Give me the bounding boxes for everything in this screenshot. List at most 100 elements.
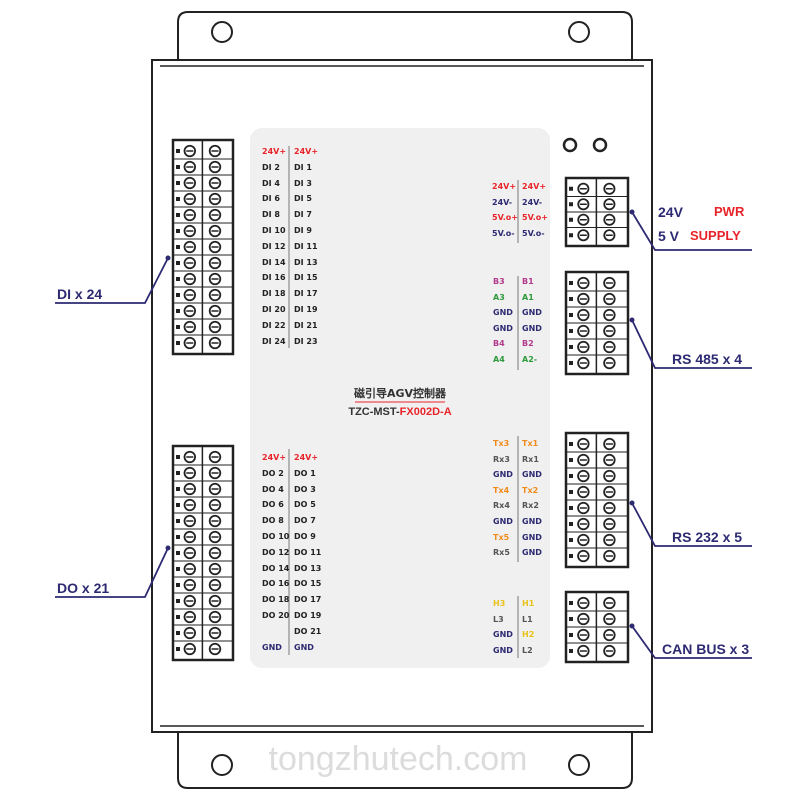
device-model-suffix: FX002D-A bbox=[399, 406, 452, 418]
di-right-pin-label: DI 15 bbox=[294, 273, 318, 283]
rs485-right-pin-label: GND bbox=[522, 308, 542, 317]
di-left-pin-label: DI 4 bbox=[262, 178, 280, 188]
rs232-right-pin-label: GND bbox=[522, 532, 542, 542]
di-leader-line bbox=[55, 257, 169, 304]
rs232-left-pin-label: Rx4 bbox=[493, 501, 510, 511]
rs485-leader-line bbox=[631, 319, 752, 369]
can-right-pin-label: H1 bbox=[522, 599, 535, 608]
top-mounting-ear bbox=[177, 11, 633, 62]
di-right-pin-label: DI 5 bbox=[294, 194, 312, 204]
rs232-leader-line bbox=[631, 502, 752, 547]
can-left-pin-label: GND bbox=[493, 645, 513, 655]
rs232-right-pin-label: Rx2 bbox=[522, 501, 539, 511]
do-left-pin-label: DO 4 bbox=[262, 484, 284, 494]
di-right-pin-label: DI 23 bbox=[294, 336, 318, 346]
do-left-pin-label: DO 10 bbox=[262, 532, 290, 541]
rs485-right-pin-label: A2- bbox=[522, 354, 538, 364]
do-leader-line bbox=[55, 547, 169, 598]
do-right-pin-label: DO 11 bbox=[294, 547, 322, 557]
rs485-left-pin-label: GND bbox=[493, 323, 513, 333]
do-right-pin-label: DO 15 bbox=[294, 579, 322, 589]
rs232-left-pin-label: Tx3 bbox=[493, 439, 510, 448]
di-right-pin-label: DI 21 bbox=[294, 320, 318, 330]
do-right-pin-label: DO 19 bbox=[294, 611, 322, 620]
do-left-pin-label: DO 16 bbox=[262, 579, 290, 589]
do-right-pin-label: DO 17 bbox=[294, 595, 322, 605]
rs485-right-pin-label: B2 bbox=[522, 339, 534, 348]
di-left-pin-label: DI 20 bbox=[262, 305, 286, 314]
do-left-pin-label: DO 6 bbox=[262, 500, 284, 510]
pwr-right-pin-label: 5V.o- bbox=[522, 228, 545, 238]
di-left-pin-label: DI 6 bbox=[262, 194, 280, 204]
di-left-pin-label: DI 8 bbox=[262, 210, 280, 220]
rs232-right-pin-label: GND bbox=[522, 548, 542, 558]
di-right-pin-label: DI 11 bbox=[294, 241, 318, 251]
di-right-pin-label: DI 1 bbox=[294, 162, 312, 172]
rs485-right-pin-label: GND bbox=[522, 323, 542, 333]
rs485-left-pin-label: B3 bbox=[493, 277, 505, 286]
power-terminal-block bbox=[564, 176, 630, 248]
do-right-pin-label: DO 7 bbox=[294, 516, 316, 526]
do-right-pin-label: DO 5 bbox=[294, 500, 316, 510]
do-left-pin-label: DO 14 bbox=[262, 563, 290, 573]
di-right-pin-label: DI 3 bbox=[294, 178, 312, 188]
label-panel bbox=[250, 128, 550, 668]
do-left-pin-label: DO 20 bbox=[262, 611, 290, 620]
watermark-text: tongzhutech.com bbox=[268, 740, 528, 778]
pwr-5v-label: 5 V bbox=[658, 228, 680, 244]
rs232-right-pin-label: GND bbox=[522, 470, 542, 480]
do-right-pin-label: DO 21 bbox=[294, 626, 322, 636]
pwr-right-pin-label: 5V.o+ bbox=[522, 213, 548, 222]
rs485-left-pin-label: B4 bbox=[493, 339, 505, 348]
di-right-pin-label: DI 7 bbox=[294, 210, 312, 220]
rs232-right-pin-label: Tx2 bbox=[522, 485, 539, 495]
device-title-cn: 磁引导AGV控制器 bbox=[353, 387, 447, 400]
rs232-count-label: RS 232 x 5 bbox=[672, 529, 743, 545]
can-leader-line bbox=[631, 625, 752, 659]
device-model-prefix: TZC-MST- bbox=[348, 406, 400, 418]
do-left-pin-label: DO 12 bbox=[262, 547, 290, 557]
do-right-pin-label: 24V+ bbox=[294, 453, 319, 462]
rs232-right-pin-label: Rx1 bbox=[522, 454, 539, 464]
mount-hole-top-right bbox=[568, 21, 590, 43]
di-terminal-block bbox=[171, 138, 235, 356]
do-right-pin-label: GND bbox=[294, 642, 314, 652]
di-left-pin-label: DI 16 bbox=[262, 273, 286, 283]
di-left-pin-label: DI 2 bbox=[262, 162, 280, 172]
rs485-left-pin-label: A3 bbox=[493, 292, 505, 302]
status-led-2 bbox=[592, 137, 608, 153]
di-left-pin-label: DI 10 bbox=[262, 226, 286, 235]
rs485-count-label: RS 485 x 4 bbox=[672, 351, 743, 367]
di-right-pin-label: DI 17 bbox=[294, 289, 318, 299]
rs232-left-pin-label: Tx4 bbox=[493, 485, 510, 495]
di-count-label: DI x 24 bbox=[57, 286, 103, 302]
status-led-1 bbox=[562, 137, 578, 153]
pwr-left-pin-label: 24V- bbox=[492, 197, 513, 207]
device-model: TZC-MST-FX002D-A bbox=[320, 407, 480, 418]
rs232-terminal-block bbox=[564, 431, 630, 569]
do-right-pin-label: DO 13 bbox=[294, 563, 322, 573]
di-left-pin-label: DI 12 bbox=[262, 241, 286, 251]
can-right-pin-label: L1 bbox=[522, 614, 533, 624]
do-right-pin-label: DO 9 bbox=[294, 532, 316, 541]
rs232-left-pin-label: Rx3 bbox=[493, 454, 510, 464]
can-left-pin-label: L3 bbox=[493, 614, 504, 624]
di-left-pin-label: 24V+ bbox=[262, 147, 287, 156]
pwr-right-pin-label: 24V- bbox=[522, 197, 543, 207]
pwr-left-pin-label: 5V.o+ bbox=[492, 213, 518, 222]
rs485-left-pin-label: GND bbox=[493, 308, 513, 317]
rs232-right-pin-label: GND bbox=[522, 517, 542, 526]
do-right-pin-label: DO 1 bbox=[294, 468, 316, 478]
can-right-pin-label: H2 bbox=[522, 630, 535, 639]
rs232-left-pin-label: GND bbox=[493, 517, 513, 526]
can-right-pin-label: L2 bbox=[522, 645, 533, 655]
rs232-left-pin-label: Rx5 bbox=[493, 548, 510, 558]
pwr-right-pin-label: 24V+ bbox=[522, 182, 547, 191]
do-left-pin-label: GND bbox=[262, 642, 282, 652]
rs485-right-pin-label: A1 bbox=[522, 292, 534, 302]
rs232-left-pin-label: Tx5 bbox=[493, 532, 510, 542]
di-left-pin-label: DI 22 bbox=[262, 320, 286, 330]
pwr-left-pin-label: 24V+ bbox=[492, 182, 517, 191]
can-terminal-block bbox=[564, 590, 630, 664]
can-left-pin-label: GND bbox=[493, 630, 513, 639]
